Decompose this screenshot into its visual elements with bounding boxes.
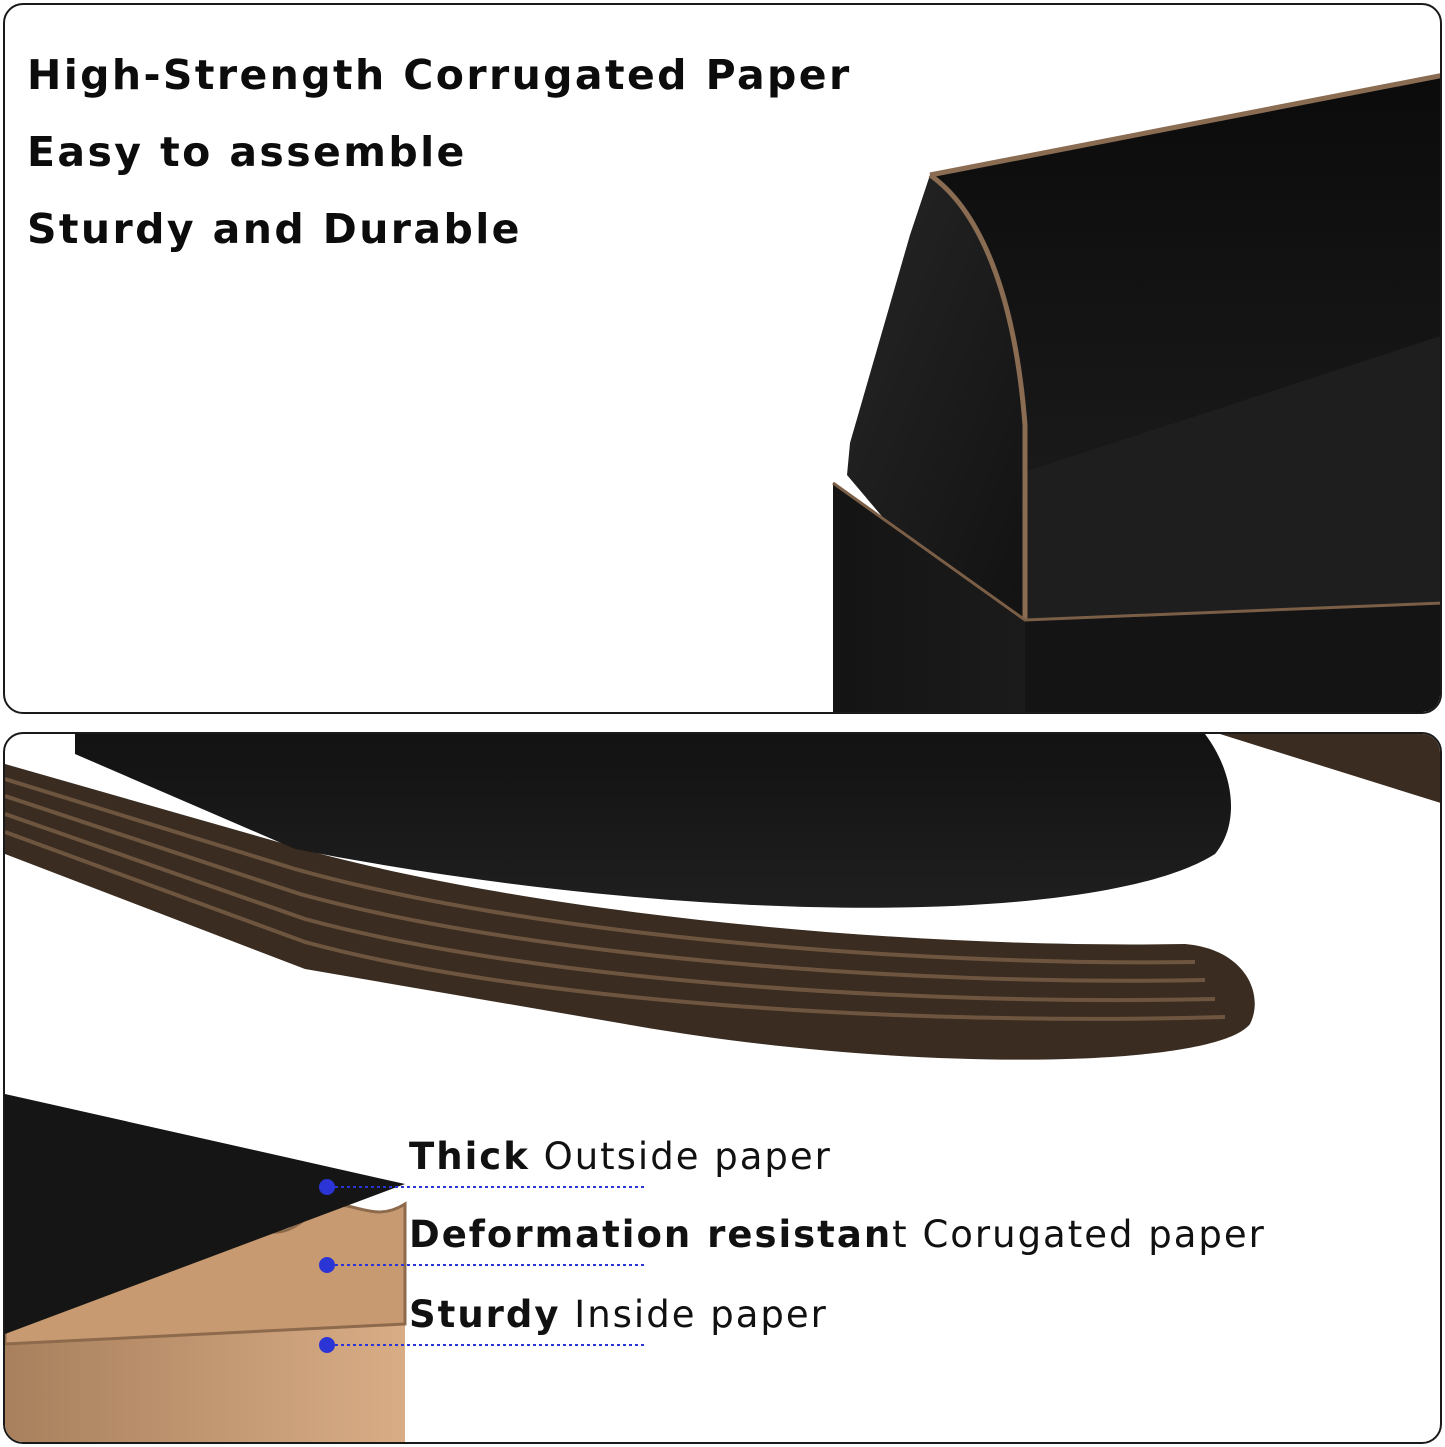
feature-list: High-Strength Corrugated Paper Easy to a… — [27, 37, 852, 268]
feature-high-strength: High-Strength Corrugated Paper — [27, 51, 852, 99]
feature-sturdy-durable: Sturdy and Durable — [27, 205, 522, 253]
layer-diagram — [5, 1094, 407, 1442]
feature-easy-assemble: Easy to assemble — [27, 128, 467, 176]
layer-label-outside-bold: Thick — [409, 1135, 530, 1178]
layer-label-inside-bold: Sturdy — [409, 1293, 561, 1336]
layer-label-inside-rest: Inside paper — [560, 1293, 828, 1336]
layer-label-corrugated-bold: Deformation resistan — [409, 1213, 893, 1256]
black-box-photo — [832, 73, 1440, 712]
top-lid — [75, 734, 1232, 908]
layer-label-outside: Thick Outside paper — [409, 1135, 832, 1179]
layer-markers — [319, 1179, 645, 1353]
bottom-panel: Thick Outside paper Deformation resistan… — [3, 732, 1442, 1444]
top-panel: High-Strength Corrugated Paper Easy to a… — [3, 3, 1442, 714]
layer-label-inside: Sturdy Inside paper — [409, 1293, 828, 1337]
stacked-lid-edges — [5, 764, 1255, 1060]
layer-label-outside-rest: Outside paper — [529, 1135, 832, 1178]
stacked-lids-photo — [5, 734, 1440, 1442]
layer-label-corrugated: Deformation resistant Corugated paper — [409, 1213, 1266, 1257]
layer-label-corrugated-rest: t Corugated paper — [892, 1213, 1266, 1256]
